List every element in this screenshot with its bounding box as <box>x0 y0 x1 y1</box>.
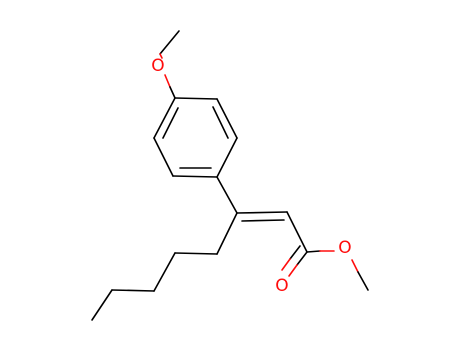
ring-to-alkene-bond <box>216 176 238 214</box>
ring-inner-double-3 <box>212 106 229 139</box>
ester-o-methyl-bond-o-side <box>351 259 359 273</box>
benzene-ring <box>153 97 238 178</box>
carbonyl-bond-b-o-side <box>281 258 291 271</box>
ring-bond-5 <box>216 98 238 139</box>
pentyl-chain <box>91 212 238 321</box>
ring-bond-6 <box>174 97 218 100</box>
chain-bond-4 <box>111 289 155 292</box>
alkene-bond-outer <box>236 211 288 214</box>
methoxy-o-c-bond-o-side <box>159 53 163 59</box>
methoxy-oxygen-label: O <box>151 56 164 76</box>
chain-bond-1 <box>216 212 238 255</box>
ring-bond-3 <box>172 175 218 178</box>
alkene-double-bond <box>236 211 288 222</box>
ring-bond-1 <box>153 97 176 139</box>
methoxy-o-ring-bond-c-side <box>169 86 176 99</box>
carbonyl-bond-a-o-side <box>288 264 298 277</box>
chain-bond-2 <box>174 252 218 255</box>
ester-group: O O <box>275 211 369 296</box>
alkene-bond-inner <box>241 219 285 222</box>
ring-bond-2 <box>153 137 174 177</box>
ester-c-o-bond-c-side <box>306 250 321 253</box>
chain-bond-3 <box>153 252 176 292</box>
ring-inner-double-1 <box>162 107 179 139</box>
methoxy-o-ring-bond-o-side <box>164 74 171 88</box>
carbonyl-oxygen-label: O <box>275 276 288 296</box>
ester-oxygen-label: O <box>338 238 351 258</box>
ester-o-methyl-bond-c-side <box>357 271 369 291</box>
methoxy-group: O <box>151 30 180 99</box>
chain-bond-5 <box>91 289 113 321</box>
ring-bond-4 <box>216 137 238 178</box>
alkene-to-carbonyl-bond <box>286 211 308 253</box>
carbonyl-bond-a-c-side <box>296 251 308 266</box>
methoxy-methyl-bond <box>159 30 180 55</box>
carbonyl-bond-b-c-side <box>289 245 301 260</box>
